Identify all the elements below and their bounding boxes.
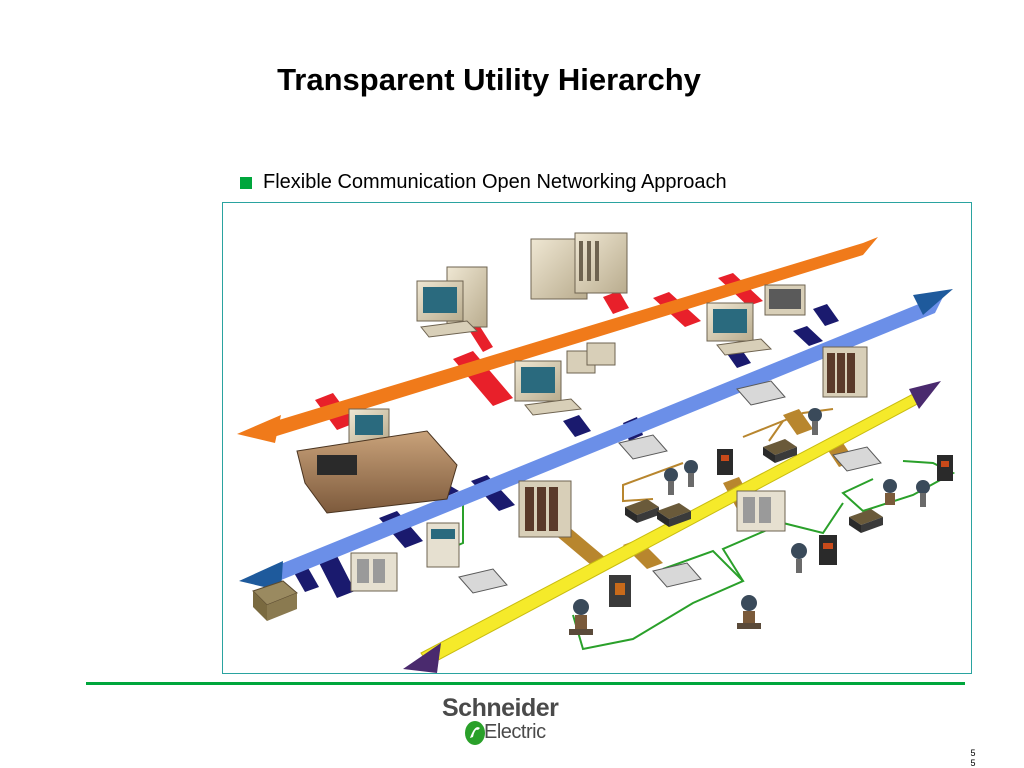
sensor-icon [664, 468, 678, 495]
motor-icon [819, 535, 837, 565]
page-number-top: 5 [970, 748, 976, 758]
motor-icon [717, 449, 733, 475]
valve-icon [569, 599, 593, 635]
bullet-square-icon [240, 176, 252, 189]
bus-yellow [403, 381, 941, 673]
io-module-icon [657, 503, 691, 527]
brown-link-5 [783, 409, 813, 435]
navy-link-6 [793, 326, 823, 346]
page-number-bottom: 5 [970, 758, 976, 768]
plc-rack-icon [764, 284, 806, 316]
server-icon [530, 232, 628, 300]
plc-rack-icon [518, 480, 572, 538]
page-number: 5 5 [968, 748, 978, 768]
logo-mark-icon [465, 721, 485, 745]
navy-link-4 [563, 415, 591, 437]
bullet-text: Flexible Communication Open Networking A… [263, 171, 727, 193]
workstation-icon [514, 342, 616, 416]
sensor-icon [791, 543, 807, 573]
brown-fieldbus-3 [768, 420, 784, 442]
motor-icon [609, 575, 631, 607]
bus-orange [237, 237, 878, 443]
workstation-icon [706, 302, 773, 356]
io-module-icon [252, 580, 298, 621]
green-fieldbus-5 [841, 460, 956, 513]
bullet-item: Flexible Communication Open Networking A… [240, 171, 727, 194]
io-module-icon [736, 380, 786, 406]
io-module-icon [618, 434, 668, 460]
plc-rack-icon [822, 346, 868, 398]
brown-fieldbus-2 [742, 408, 834, 438]
valve-icon [737, 595, 761, 629]
green-fieldbus-3 [721, 522, 784, 582]
io-module-icon [652, 562, 702, 588]
green-fieldbus-2 [572, 549, 745, 651]
valve-icon [883, 479, 897, 505]
green-fieldbus-4 [782, 502, 844, 535]
red-link-4 [603, 291, 629, 314]
control-console-icon [296, 408, 458, 514]
footer-divider [86, 682, 965, 685]
io-module-icon [832, 446, 882, 472]
navy-link-7 [813, 304, 839, 326]
io-module-icon [736, 490, 786, 532]
io-module-icon [625, 499, 659, 523]
brown-fieldbus-1 [622, 462, 684, 503]
logo-word-electric: Electric [484, 721, 546, 743]
io-module-icon [350, 552, 398, 592]
schneider-electric-logo: Schneider Electric [442, 694, 592, 758]
io-module-icon [458, 568, 508, 594]
network-diagram [222, 202, 972, 674]
brown-links [553, 409, 855, 569]
bus-blue [239, 289, 953, 591]
sensor-icon [684, 460, 698, 487]
io-module-icon [763, 439, 797, 463]
logo-word-schneider: Schneider [442, 694, 559, 722]
slide-title: Transparent Utility Hierarchy [277, 62, 701, 97]
sensor-icon [808, 408, 822, 435]
motor-icon [937, 455, 953, 481]
sensor-icon [916, 480, 930, 507]
network-diagram-svg [237, 232, 956, 673]
io-module-icon [849, 509, 883, 533]
io-module-icon [426, 522, 460, 568]
workstation-icon [416, 266, 488, 338]
